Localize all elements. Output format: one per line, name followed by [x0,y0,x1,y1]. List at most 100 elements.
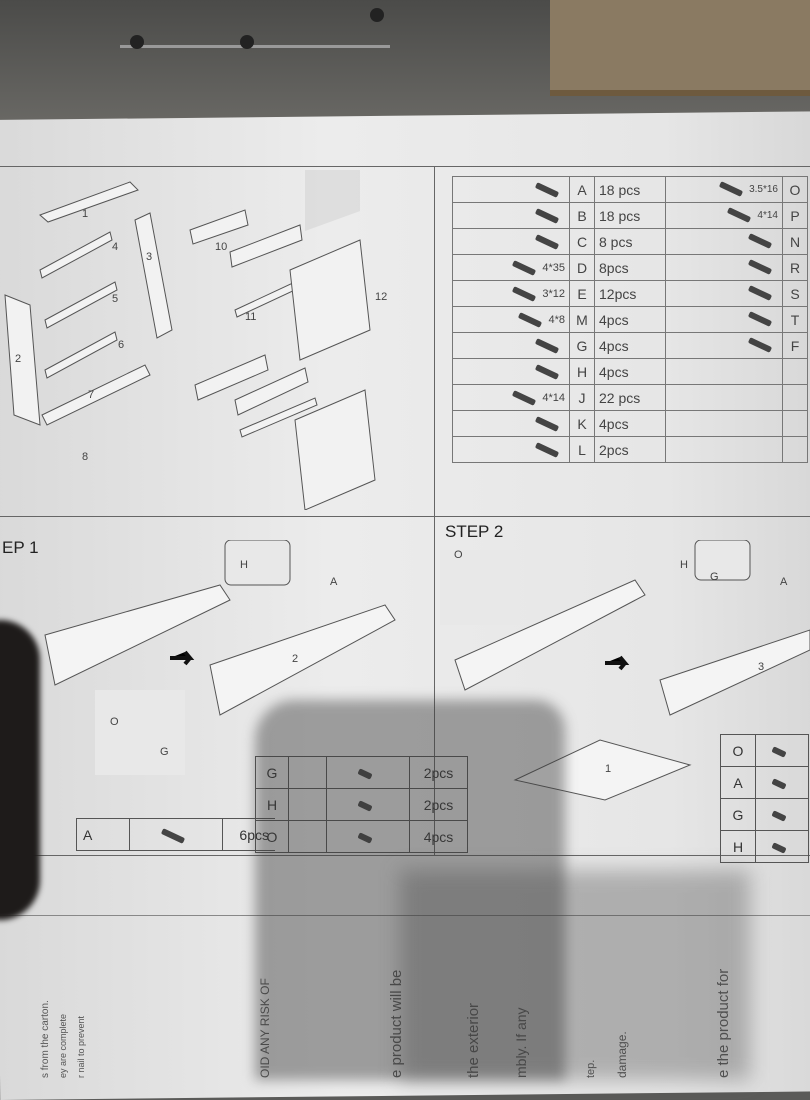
panel-label: 2 [15,353,21,365]
empty-cell [782,358,808,385]
part-icon-cell [665,280,783,307]
divider [0,915,810,916]
part-icon-cell [452,332,570,359]
part-icon-cell [755,734,809,767]
panels-diagram: 1 2 3 4 5 6 7 8 10 11 12 [4,170,387,510]
part-icon-cell: 4*8 [452,306,570,333]
part-letter: L [569,436,595,463]
hardware-icon [534,337,560,354]
panel-label: 1 [82,208,88,220]
callout: 2 [292,653,298,665]
hardware-icon [534,207,560,224]
callout: G [710,571,719,583]
part-letter: S [782,280,808,307]
hardware-icon [512,285,537,302]
part-letter: K [569,410,595,437]
part-letter: P [782,202,808,229]
callout: 3 [758,661,764,673]
step2-diagram: O H G A 1 3 [440,540,810,801]
hardware-icon [534,415,560,432]
part-icon-cell [665,306,783,333]
part-letter: T [782,306,808,333]
shadow [255,700,565,1080]
part-qty: 8pcs [594,254,666,281]
part-icon-cell [755,830,809,863]
hardware-icon [747,259,773,276]
part-icon-cell: 4*35 [452,254,570,281]
callout: A [780,576,788,588]
part-letter: B [569,202,595,229]
part-letter: O [720,734,756,767]
step1-diagram: H O G A 2 [44,540,396,775]
part-size: 4*14 [542,391,565,404]
callout: G [160,746,169,758]
part-size: 3*12 [542,287,565,300]
divider [0,855,810,856]
hardware-icon [534,181,560,198]
part-letter: H [720,830,756,863]
part-qty: 4pcs [594,332,666,359]
part-qty: 18 pcs [594,202,666,229]
divider [0,166,810,167]
hardware-icon [512,259,537,276]
hardware-icon [534,233,560,250]
hardware-icon [747,337,773,354]
parts-row: G [720,798,809,831]
part-letter: A [720,766,756,799]
divider [0,516,810,517]
panel-label: 6 [118,339,124,351]
instruction-line: r nail to prevent [76,1015,86,1078]
panel-label: 4 [112,241,118,253]
part-qty: 2pcs [594,436,666,463]
parts-row: H [720,830,809,863]
part-icon-cell [665,228,783,255]
parts-row: O [720,734,809,767]
part-icon-cell: 3*12 [452,280,570,307]
thumb [0,620,40,920]
panel-label: 8 [82,451,88,463]
callout: A [330,576,338,588]
empty-cell [665,384,783,411]
part-icon-cell [452,410,570,437]
part-qty: 2pcs [409,756,468,789]
callout: H [240,559,248,571]
part-qty: 4pcs [594,358,666,385]
callout: H [680,559,688,571]
cam-bolt-icon [160,828,186,844]
part-letter: D [569,254,595,281]
panel-label: 12 [375,291,387,303]
empty-cell [288,820,327,853]
callout: 1 [605,763,611,775]
hardware-icon [771,810,787,822]
part-letter: C [569,228,595,255]
empty-cell [782,436,808,463]
part-letter: M [569,306,595,333]
panel-label: 3 [146,251,152,263]
part-icon-cell: 4*14 [452,384,570,411]
part-icon-cell [755,798,809,831]
part-icon-cell [452,202,570,229]
part-letter: N [782,228,808,255]
part-icon-cell [326,788,410,821]
part-icon-cell [665,332,783,359]
hardware-icon [518,311,543,328]
part-icon-cell [755,766,809,799]
panel-label: 10 [215,241,227,253]
cardboard-box [550,0,810,96]
hardware-icon [747,233,773,250]
part-letter: J [569,384,595,411]
empty-cell [782,384,808,411]
part-icon-cell [452,436,570,463]
shopping-cart [120,0,390,49]
part-letter: E [569,280,595,307]
